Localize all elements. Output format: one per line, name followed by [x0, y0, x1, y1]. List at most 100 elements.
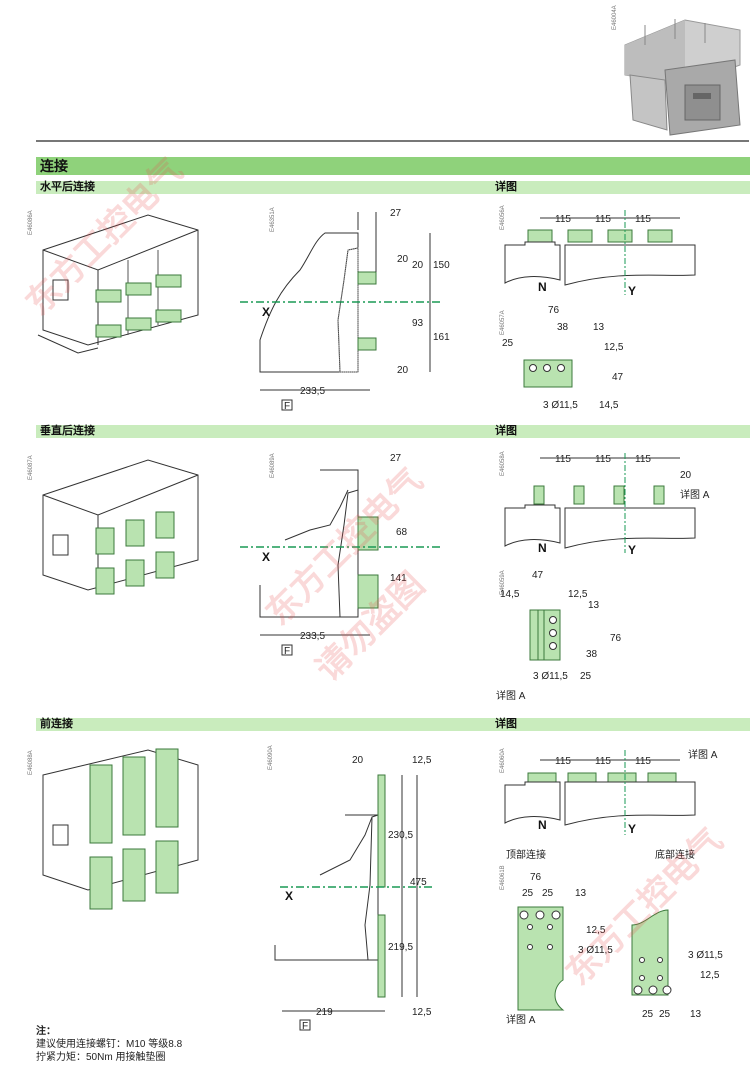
dim-label: 76: [548, 305, 560, 316]
fig-id: E46088A: [28, 750, 34, 775]
dim-label: 12,5: [586, 925, 606, 936]
holes-label: 3 Ø11,5: [578, 945, 613, 956]
dim-label: 12,5: [568, 589, 588, 600]
front-ref-label: F: [284, 646, 290, 657]
dim-label: 141: [390, 573, 407, 584]
subsection-header-vertical-rear: 垂直后连接 详图: [36, 425, 750, 438]
dim-label: 12,5: [412, 755, 432, 766]
dim-label: 38: [557, 322, 569, 333]
pitch-label: 115: [555, 454, 571, 465]
dim-label: 150: [433, 260, 450, 271]
dim-label: 25: [542, 888, 554, 899]
pole-pitch-drawing-front: 115 115 115 详图 A N Y: [504, 748, 718, 836]
subsection-title: 垂直后连接: [40, 425, 95, 437]
dim-label: 68: [396, 527, 408, 538]
side-drawing-vertical-rear: X 27 68 141 233,5 F: [240, 453, 440, 657]
front-ref-label: F: [284, 401, 290, 412]
fig-id: E46061B: [500, 865, 506, 890]
dim-label: 25: [522, 888, 534, 899]
side-drawing-horizontal-rear: X 27 20 20 150 93 161 20 233,5 F: [240, 208, 450, 412]
dim-label: 12,5: [412, 1007, 432, 1018]
dim-label: 20: [397, 254, 409, 265]
pole-pitch-drawing-horizontal-rear: 115 115 115 N Y: [504, 210, 696, 298]
dim-label: 12,5: [700, 970, 720, 981]
pitch-label: 115: [635, 214, 651, 225]
detail-title: 详图: [495, 425, 517, 437]
pad-detail-horizontal-rear: 76 38 13 25 12,5 47 3 Ø11,5 14,5: [502, 305, 624, 411]
dim-label: 47: [532, 570, 544, 581]
pole-n-label: N: [538, 541, 547, 555]
dim-label: 20: [680, 470, 692, 481]
detail-caption: 详图 A: [506, 1013, 536, 1026]
subsection-title: 前连接: [40, 718, 73, 730]
product-photo: [624, 19, 741, 136]
dim-label: 25: [642, 1009, 654, 1020]
dim-label: 230,5: [388, 830, 413, 841]
fig-id: E46086A: [28, 210, 34, 235]
section-header: 连接: [36, 157, 750, 175]
pitch-label: 115: [635, 454, 651, 465]
pole-y-label: Y: [628, 543, 636, 557]
dim-label: 233,5: [300, 631, 325, 642]
pitch-label: 115: [555, 214, 571, 225]
dim-label: 27: [390, 208, 402, 219]
bottom-connection-detail: 底部连接 3 Ø11,5 12,5 25 25 13: [631, 848, 723, 1020]
pole-y-label: Y: [628, 822, 636, 836]
pole-n-label: N: [538, 818, 547, 832]
pitch-label: 115: [595, 454, 611, 465]
header-rule: [36, 140, 749, 142]
detail-ref-label: 详图 A: [688, 748, 718, 761]
subsection-title: 水平后连接: [40, 181, 95, 193]
pole-n-label: N: [538, 280, 547, 294]
holes-label: 3 Ø11,5: [688, 950, 723, 961]
subsection-header-front: 前连接 详图: [36, 718, 750, 731]
dim-label: 20: [397, 365, 409, 376]
dim-label: 14,5: [599, 400, 619, 411]
dim-label: 25: [659, 1009, 671, 1020]
pole-pitch-drawing-vertical-rear: 115 115 115 20 详图 A N Y: [504, 453, 710, 557]
pitch-label: 115: [635, 756, 651, 767]
dim-label: 76: [530, 872, 542, 883]
pitch-label: 115: [595, 756, 611, 767]
holes-label: 3 Ø11,5: [533, 671, 568, 682]
detail-title: 详图: [495, 181, 517, 193]
detail-title: 详图: [495, 718, 517, 730]
dim-label: 20: [352, 755, 364, 766]
dim-label: 13: [588, 600, 600, 611]
dim-label: 219,5: [388, 942, 413, 953]
holes-label: 3 Ø11,5: [543, 400, 578, 411]
dim-label: 233,5: [300, 386, 325, 397]
note-line: 建议使用连接螺钉：M10 等级8.8: [36, 1039, 183, 1050]
axis-label: X: [285, 889, 293, 903]
top-connection-detail: 顶部连接 76 25 25 13 12,5 3 Ø11,5 详图 A: [506, 848, 613, 1026]
dim-label: 475: [410, 877, 427, 888]
front-ref-label: F: [302, 1021, 308, 1032]
bottom-connection-title: 底部连接: [655, 848, 695, 861]
iso-drawing-front: [42, 748, 199, 910]
dim-label: 12,5: [604, 342, 624, 353]
fig-id: E46087A: [28, 455, 34, 480]
iso-drawing-horizontal-rear: [37, 214, 199, 354]
subsection-header-horizontal-rear: 水平后连接 详图: [36, 181, 750, 194]
dim-label: 161: [433, 332, 450, 343]
dim-label: 14,5: [500, 589, 520, 600]
dim-label: 25: [580, 671, 592, 682]
dim-label: 13: [593, 322, 605, 333]
note-line: 拧紧力矩：50Nm 用接触垫圈: [36, 1052, 166, 1063]
top-connection-title: 顶部连接: [506, 848, 546, 861]
pad-detail-vertical-rear: 47 14,5 12,5 13 76 38 3 Ø11,5 25 详图 A: [496, 570, 622, 702]
iso-drawing-vertical-rear: [42, 459, 199, 595]
dim-label: 76: [610, 633, 622, 644]
axis-label: X: [262, 305, 270, 319]
dim-label: 25: [502, 338, 514, 349]
dim-label: 93: [412, 318, 424, 329]
side-drawing-front: X 20 12,5 230,5 475 219,5 12,5 219 F: [274, 755, 435, 1032]
notes-title: 注：: [36, 1026, 56, 1037]
dim-label: 219: [316, 1007, 333, 1018]
detail-ref-label: 详图 A: [680, 488, 710, 501]
dim-label: 38: [586, 649, 598, 660]
dim-label: 47: [612, 372, 624, 383]
dim-label: 13: [690, 1009, 702, 1020]
dim-label: 27: [390, 453, 402, 464]
detail-caption: 详图 A: [496, 689, 526, 702]
